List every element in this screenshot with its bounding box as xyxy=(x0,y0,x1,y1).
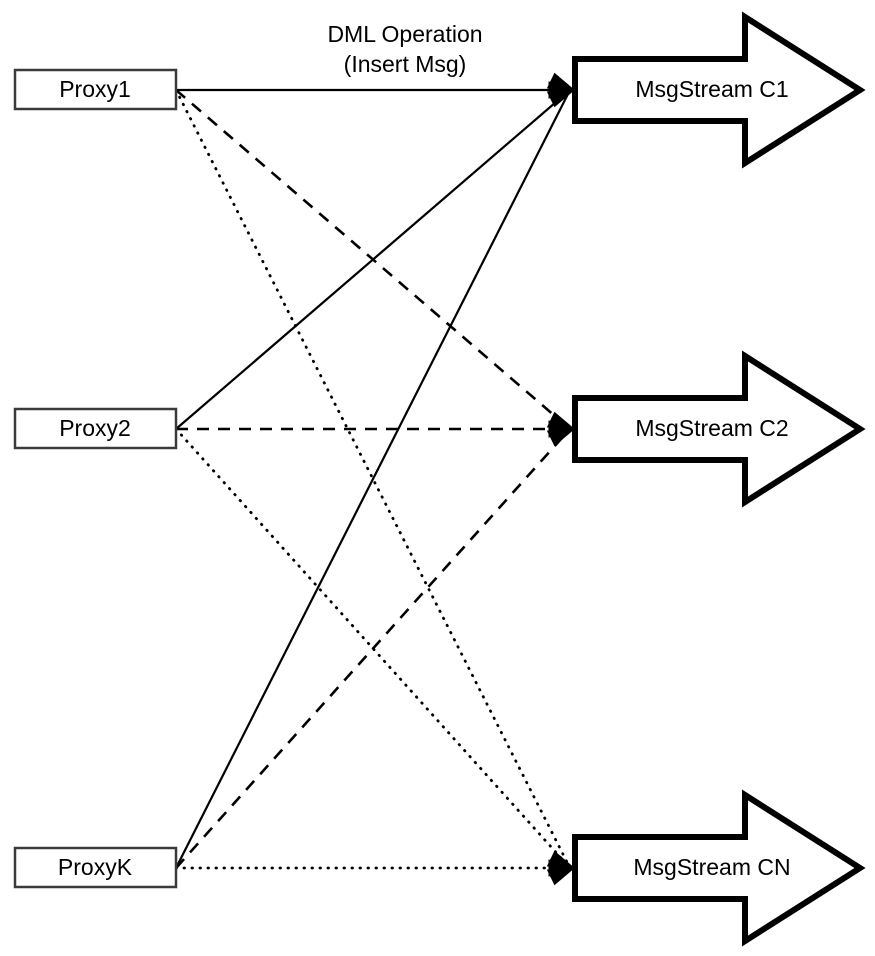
arrowheads-layer xyxy=(546,72,576,886)
arrowhead-tip-2 xyxy=(546,850,576,869)
dml-operation-label-line2: (Insert Msg) xyxy=(344,51,467,77)
arrowhead-tip-2 xyxy=(546,72,576,91)
msgstream-node-stream_cn[interactable]: MsgStream CN xyxy=(572,789,866,947)
proxy-label-proxy2: Proxy2 xyxy=(59,415,131,441)
arrowhead-head-c1 xyxy=(546,72,576,108)
proxy-box-proxy2 xyxy=(13,407,178,450)
msgstream-node-stream_c1[interactable]: MsgStream C1 xyxy=(572,11,866,169)
connection-p1-cn xyxy=(174,88,572,870)
msgstream-label-stream_c2: MsgStream C2 xyxy=(635,415,788,441)
msgstream-label-stream_cn: MsgStream CN xyxy=(633,854,790,880)
dml-operation-label-group: DML Operation (Insert Msg) xyxy=(327,21,482,77)
connection-pk-c1 xyxy=(175,89,571,869)
msgstream-arrow-shape-stream_cn xyxy=(572,789,866,947)
proxy-node-proxy1[interactable]: Proxy1 xyxy=(13,68,178,111)
proxy-box-proxyk xyxy=(13,846,178,889)
arrowhead-tip-2 xyxy=(546,411,576,430)
msgstream-node-stream_c2[interactable]: MsgStream C2 xyxy=(572,350,866,508)
msgstream-arrow-shape-stream_c2 xyxy=(572,350,866,508)
msgstream-arrow-shape-stream_c1 xyxy=(572,11,866,169)
proxy-node-proxyk[interactable]: ProxyK xyxy=(13,846,178,889)
arrowhead-head-cn xyxy=(546,850,576,886)
proxy-box-proxy1 xyxy=(13,68,178,111)
connection-p2-c1 xyxy=(175,89,571,430)
arrowhead-head-c2 xyxy=(546,411,576,447)
proxy-label-proxyk: ProxyK xyxy=(58,854,133,880)
connection-pk-c2 xyxy=(175,428,571,869)
proxy-node-proxy2[interactable]: Proxy2 xyxy=(13,407,178,450)
connections-layer xyxy=(174,88,572,870)
msgstream-label-stream_c1: MsgStream C1 xyxy=(635,76,788,102)
proxy-label-proxy1: Proxy1 xyxy=(59,76,131,102)
msgstream-nodes-layer: MsgStream C1 MsgStream C2 MsgStream CN xyxy=(572,11,866,947)
dml-operation-label-line1: DML Operation xyxy=(327,21,482,47)
